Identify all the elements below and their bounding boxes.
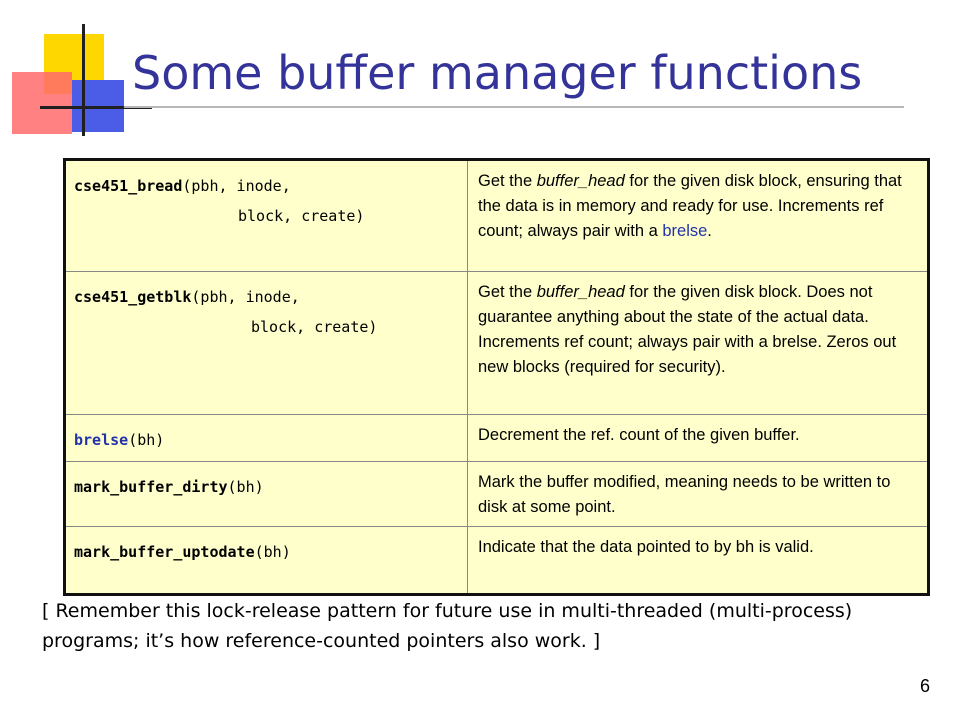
function-description: Get the buffer_head for the given disk b…	[467, 271, 929, 415]
function-signature: mark_buffer_uptodate(bh)	[64, 526, 468, 595]
table-row: cse451_bread(pbh, inode, block, create) …	[64, 159, 929, 272]
function-name: brelse	[74, 431, 129, 449]
function-description: Decrement the ref. count of the given bu…	[467, 414, 929, 462]
function-args: (pbh, inode,	[182, 177, 291, 195]
function-name: mark_buffer_uptodate	[74, 543, 255, 561]
function-signature: cse451_bread(pbh, inode, block, create)	[64, 159, 468, 272]
function-description: Get the buffer_head for the given disk b…	[467, 159, 929, 272]
functions-table: cse451_bread(pbh, inode, block, create) …	[63, 158, 930, 596]
function-description: Mark the buffer modified, meaning needs …	[467, 461, 929, 527]
logo-horizontal-line	[40, 106, 152, 109]
table-row: mark_buffer_uptodate(bh) Indicate that t…	[64, 526, 929, 595]
function-name: cse451_getblk	[74, 288, 192, 306]
function-name: mark_buffer_dirty	[74, 478, 228, 496]
table-row: cse451_getblk(pbh, inode, block, create)…	[64, 271, 929, 415]
footnote: [ Remember this lock-release pattern for…	[42, 600, 853, 652]
signature-line: cse451_getblk(pbh, inode,	[74, 282, 459, 312]
slide-title: Some buffer manager functions	[132, 46, 863, 100]
logo-vertical-line	[82, 24, 85, 136]
function-signature: cse451_getblk(pbh, inode, block, create)	[64, 271, 468, 415]
title-underline	[124, 106, 904, 108]
function-args: (bh)	[254, 543, 291, 561]
function-signature: mark_buffer_dirty(bh)	[64, 461, 468, 527]
function-signature: brelse(bh)	[64, 414, 468, 462]
logo-red-square	[12, 72, 72, 134]
function-args: (bh)	[227, 478, 264, 496]
function-name: cse451_bread	[74, 177, 183, 195]
function-description: Indicate that the data pointed to by bh …	[478, 538, 814, 556]
table-row: mark_buffer_dirty(bh) Mark the buffer mo…	[64, 461, 929, 527]
signature-line: cse451_bread(pbh, inode,	[74, 171, 459, 201]
function-args-continued: block, create)	[251, 318, 378, 336]
table-row: brelse(bh) Decrement the ref. count of t…	[64, 414, 929, 462]
page-number: 6	[919, 676, 930, 696]
emphasis-buffer-head: buffer_head	[536, 172, 625, 190]
function-args: (pbh, inode,	[191, 288, 300, 306]
brelse-link[interactable]: brelse	[662, 222, 708, 240]
function-args-continued: block, create)	[238, 207, 365, 225]
function-args: (bh)	[128, 431, 165, 449]
emphasis-buffer-head: buffer_head	[536, 283, 625, 301]
